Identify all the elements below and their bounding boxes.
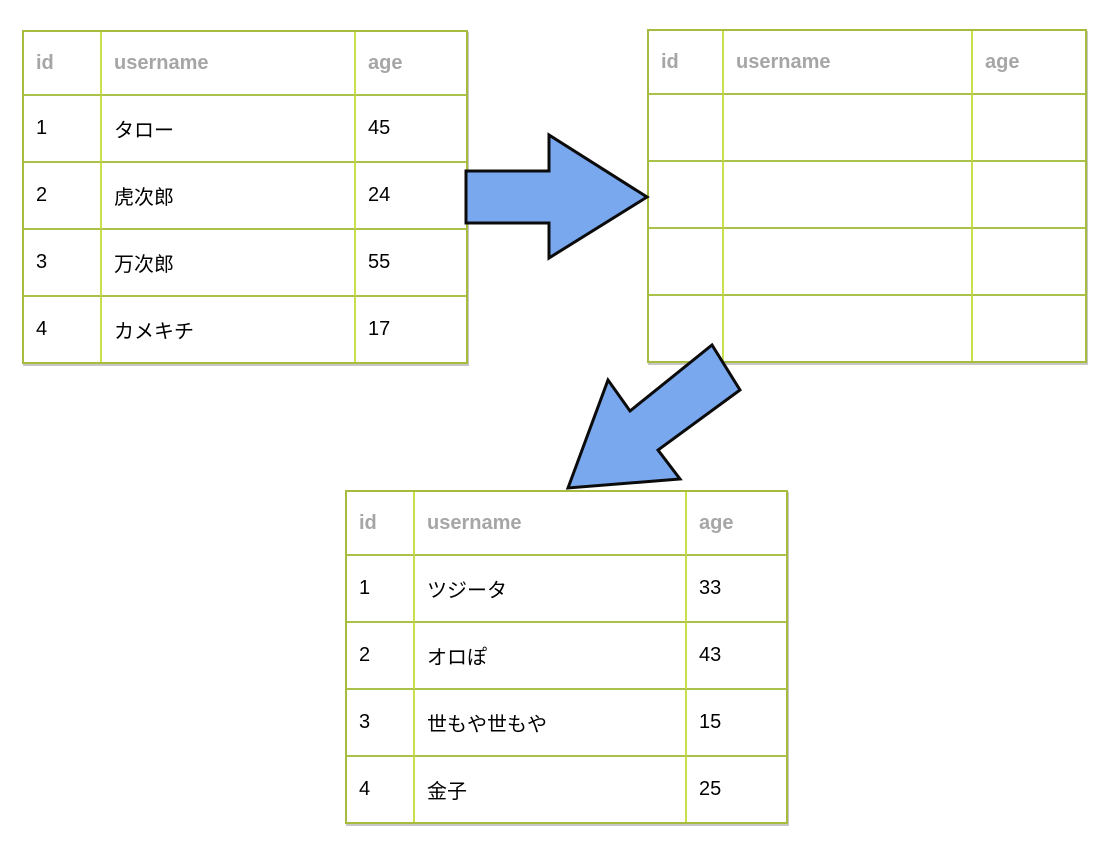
table-row: 1 タロー 45 [24,96,466,163]
cell-username: 金子 [415,757,687,822]
cell-age: 33 [687,556,786,623]
cell-id [649,95,724,162]
header-cell-id: id [649,31,724,95]
table-row [649,95,1085,162]
cell-id: 2 [24,163,102,230]
cell-id [649,162,724,229]
header-cell-age: age [973,31,1085,95]
table-row: 1 ツジータ 33 [347,556,786,623]
cell-id: 4 [24,297,102,362]
cell-age: 17 [368,318,391,340]
cell-age: 24 [356,163,466,230]
cell-id: 4 [347,757,415,822]
cell-age: 15 [687,690,786,757]
table-row [649,229,1085,296]
table-row: 4 金子 25 [347,757,786,822]
cell-id: 3 [347,690,415,757]
table-row: 4 カメキチ 17 [24,297,466,362]
cell-age: 55 [356,230,466,297]
cell-id [649,229,724,296]
header-cell-id: id [24,32,102,96]
right-arrow-icon [464,132,650,261]
header-cell-username: username [102,32,356,96]
cell-username: ツジータ [415,556,687,623]
cell-id: 3 [24,230,102,297]
cell-username: 世もや世もや [415,690,687,757]
header-cell-username: username [415,492,687,556]
header-cell-age: age [356,32,466,96]
cell-age: 45 [356,96,466,163]
empty-table: id username age [647,29,1087,363]
cell-id [649,296,724,361]
down-left-arrow-icon [565,342,743,490]
table-row [649,162,1085,229]
table-row [649,296,1085,361]
cell-username [724,95,973,162]
cell-age: 43 [687,623,786,690]
cell-id: 1 [347,556,415,623]
result-table: id username age 1 ツジータ 33 2 オロぽ 43 3 世もや… [345,490,788,824]
cell-username: タロー [102,96,356,163]
cell-id: 1 [24,96,102,163]
table-row: 3 世もや世もや 15 [347,690,786,757]
cell-username: 万次郎 [102,230,356,297]
cell-username [724,296,973,361]
cell-username: 虎次郎 [102,163,356,230]
cell-id: 2 [347,623,415,690]
cell-age [973,296,1085,361]
header-row: id username age [347,492,786,556]
cell-age [973,229,1085,296]
table-row: 2 虎次郎 24 [24,163,466,230]
cell-age [973,95,1085,162]
source-table: id username age 1 タロー 45 2 虎次郎 24 3 万次郎 … [22,30,468,364]
cell-username [724,229,973,296]
table-row: 3 万次郎 55 [24,230,466,297]
cell-username: オロぽ [415,623,687,690]
cell-username [724,162,973,229]
table-row: 2 オロぽ 43 [347,623,786,690]
cell-age [973,162,1085,229]
header-cell-id: id [347,492,415,556]
header-cell-age: age [687,492,786,556]
cell-age: 25 [699,778,722,800]
cell-username: カメキチ [102,297,356,362]
header-row: id username age [649,31,1085,95]
header-row: id username age [24,32,466,96]
header-cell-username: username [724,31,973,95]
